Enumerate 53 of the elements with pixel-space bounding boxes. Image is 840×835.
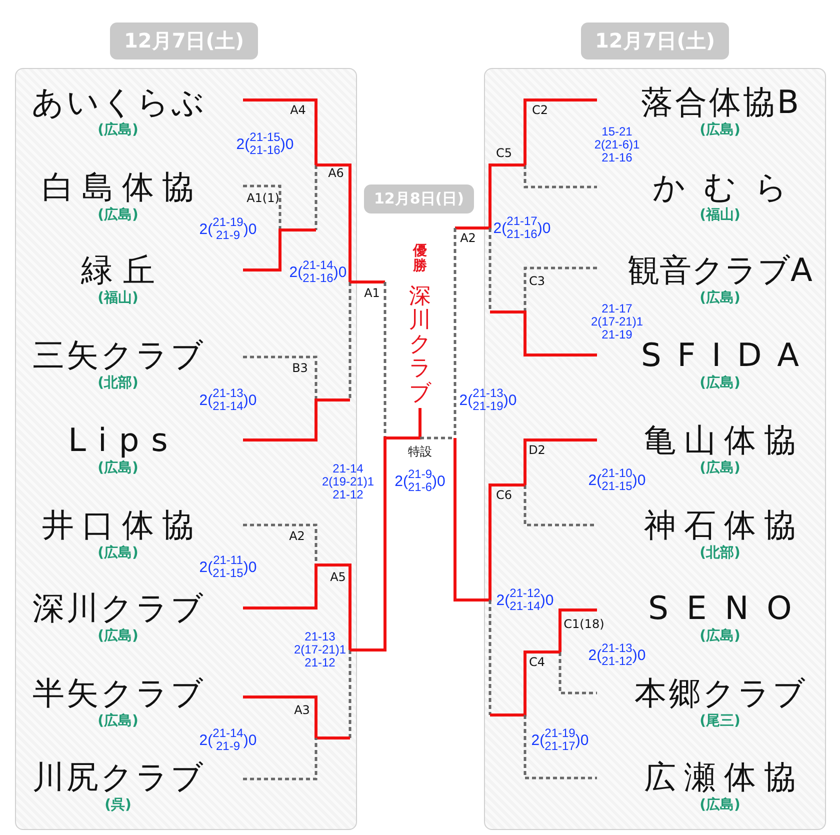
team-name: 半矢クラブ bbox=[32, 674, 206, 712]
match-code: A5 bbox=[330, 570, 346, 584]
match-code: D2 bbox=[528, 443, 546, 457]
match-code: C6 bbox=[496, 488, 512, 502]
match-score: 21-13 2(17-21)1 21-12 bbox=[294, 630, 346, 670]
team-name: 本郷クラブ bbox=[634, 674, 808, 712]
team-region: (広島) bbox=[698, 289, 742, 307]
match-code: C4 bbox=[529, 655, 545, 669]
team-region: (広島) bbox=[698, 374, 742, 392]
team-name: Lips bbox=[67, 421, 181, 459]
match-code: A2 bbox=[289, 529, 305, 543]
team-name: 亀山体協 bbox=[643, 421, 805, 459]
match-code: 特設 bbox=[408, 444, 432, 460]
match-code: B3 bbox=[292, 361, 308, 375]
team-region: (広島) bbox=[96, 627, 140, 645]
match-code: C5 bbox=[496, 146, 512, 160]
team-name: 落合体協B bbox=[640, 83, 802, 121]
match-code: A4 bbox=[290, 103, 306, 117]
team-region: (広島) bbox=[96, 712, 140, 730]
team-region: (福山) bbox=[698, 206, 742, 224]
match-code: A6 bbox=[328, 166, 344, 180]
champion-name: 深川クラブ bbox=[409, 284, 431, 406]
team-name: あいくらぶ bbox=[30, 83, 208, 121]
team-name: 井口体協 bbox=[41, 506, 203, 544]
team-name: 白島体協 bbox=[41, 168, 203, 206]
match-code: C1(18) bbox=[564, 617, 604, 631]
champion-heading: 優勝 bbox=[413, 244, 427, 275]
team-region: (呉) bbox=[104, 796, 132, 814]
team-region: (北部) bbox=[698, 544, 742, 562]
team-region: (広島) bbox=[96, 459, 140, 477]
match-code: C3 bbox=[529, 274, 545, 288]
match-score: 21-14 2(19-21)1 21-12 bbox=[322, 462, 374, 502]
team-region: (広島) bbox=[698, 627, 742, 645]
team-name: SENO bbox=[647, 589, 811, 627]
team-name: かむら bbox=[652, 168, 806, 206]
team-name: 広瀬体協 bbox=[643, 758, 805, 796]
team-region: (尾三) bbox=[698, 712, 742, 730]
match-code: A3 bbox=[294, 703, 310, 717]
team-name: 三矢クラブ bbox=[32, 336, 206, 374]
team-name: 川尻クラブ bbox=[32, 758, 206, 796]
team-name: 神石体協 bbox=[643, 506, 805, 544]
team-region: (広島) bbox=[96, 121, 140, 139]
match-code: A1 bbox=[364, 286, 380, 300]
match-code: A2 bbox=[460, 231, 476, 245]
team-region: (北部) bbox=[96, 374, 140, 392]
team-name: 観音クラブA bbox=[626, 251, 814, 289]
team-region: (広島) bbox=[698, 796, 742, 814]
match-code: A1(1) bbox=[246, 191, 280, 205]
match-code: C2 bbox=[532, 103, 548, 117]
team-name: 緑 丘 bbox=[80, 251, 156, 289]
team-region: (福山) bbox=[96, 289, 140, 307]
match-score: 15-21 2(21-6)1 21-16 bbox=[594, 126, 640, 164]
team-name: 深川クラブ bbox=[32, 589, 206, 627]
